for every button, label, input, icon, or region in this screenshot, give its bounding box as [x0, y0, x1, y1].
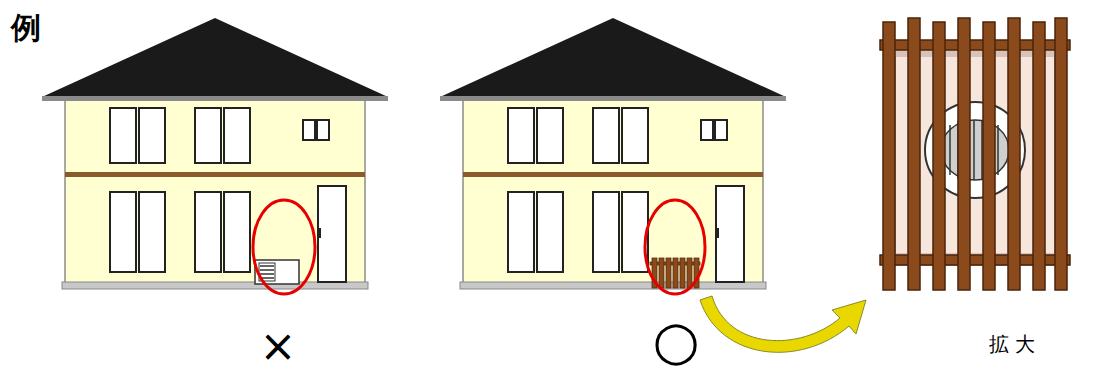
red-circle [645, 200, 705, 294]
house-bad [42, 18, 388, 289]
enlarged-cover [880, 18, 1070, 290]
curved-arrow [700, 296, 866, 352]
bad-mark: × [260, 324, 297, 368]
example-heading: 例 [11, 13, 41, 43]
enlarge-label: 拡 大 [989, 334, 1035, 354]
house-good [440, 18, 786, 289]
red-circle [253, 200, 315, 294]
good-mark: ○ [652, 314, 699, 368]
